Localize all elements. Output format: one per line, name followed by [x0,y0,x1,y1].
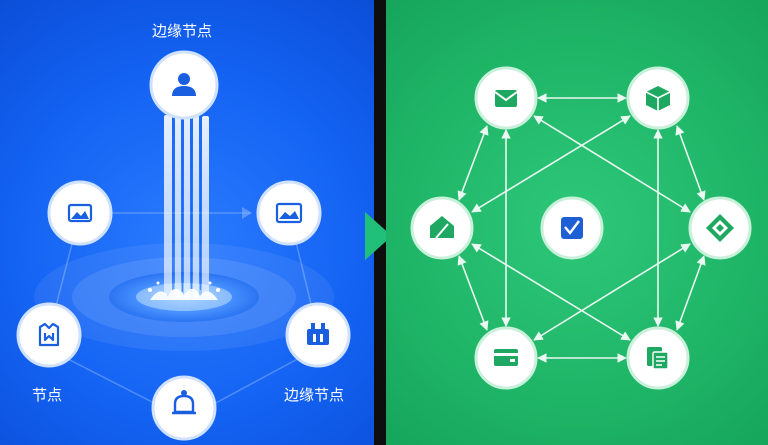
user-icon [172,73,196,96]
landscape-card-icon [275,202,303,224]
mail-box-icon [494,90,518,107]
left-panel-graphic [16,50,351,441]
house-icon [430,216,454,239]
node-lower-left [16,302,82,368]
link-ml-bl [457,255,489,331]
check-board-icon [561,217,583,239]
mesh-connections [457,93,706,363]
right-nodes [410,66,752,390]
falling-beams [164,110,209,298]
shirt-icon [38,322,60,347]
card-icon [494,349,518,366]
node-top-left [474,66,538,130]
document-icon [647,347,669,370]
node-top-right [626,66,690,130]
box-building-icon [307,323,329,345]
node-upper-left [47,180,113,246]
link-tl-mr [533,115,691,213]
node-bottom [151,375,217,441]
link-lower-right-bottom [211,354,306,406]
label-edge-node-top: 边缘节点 [152,22,213,40]
node-mid-left [410,196,474,260]
link-ml-tr [471,115,631,213]
bell-icon [172,390,196,415]
link-mr-br [675,255,706,331]
image-icon [67,203,93,223]
splash [148,281,220,300]
cube-icon [645,86,671,111]
node-top [149,50,219,120]
node-upper-right [256,180,322,246]
label-node-bottom-left: 节点 [32,386,63,404]
link-lower-left-bottom [59,354,159,406]
diamond-icon [706,214,734,242]
panel-divider [374,0,386,445]
label-edge-node-bottom-right: 边缘节点 [284,386,345,404]
node-center [540,196,604,260]
link-ml-br [471,243,631,341]
left-panel-centralized: 边缘节点 节点 边缘节点 [0,0,374,445]
right-panel-decentralized [386,0,768,445]
arrowhead-upper-right [242,207,252,219]
left-nodes [16,50,351,441]
right-panel-graphic [410,66,752,390]
node-lower-right [285,302,351,368]
link-tr-mr [675,125,706,201]
node-mid-right [688,196,752,260]
node-bottom-left [474,326,538,390]
node-bottom-right [626,326,690,390]
link-tl-ml [457,125,489,201]
link-mr-bl [533,243,691,341]
